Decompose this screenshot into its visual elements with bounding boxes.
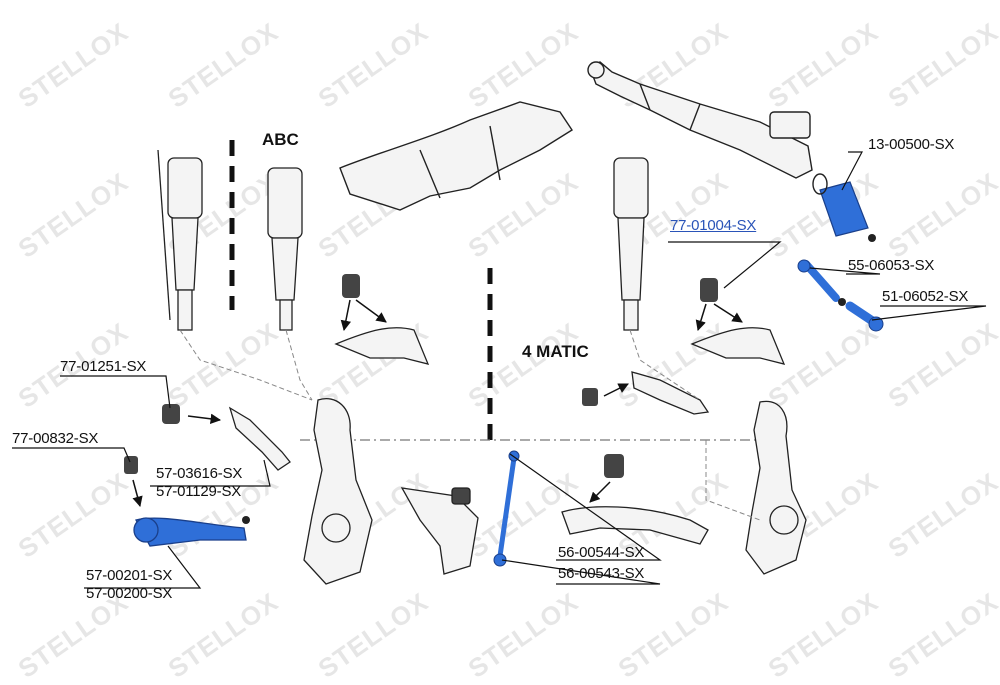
part-label-56-00544[interactable]: 56-00544-SX bbox=[558, 544, 645, 561]
abc-strut bbox=[267, 167, 303, 331]
air-strut-right bbox=[613, 157, 649, 331]
part-label-77-01251[interactable]: 77-01251-SX bbox=[60, 358, 147, 375]
rear-lower-arm-4matic bbox=[561, 454, 709, 545]
stabilizer-link bbox=[493, 450, 520, 567]
upper-arm-abc bbox=[334, 274, 430, 365]
section-abc-label: ABC bbox=[262, 130, 299, 149]
steering-rack bbox=[587, 61, 813, 179]
part-label-13-00500[interactable]: 13-00500-SX bbox=[868, 136, 955, 153]
part-label-57-00200[interactable]: 57-00200-SX bbox=[86, 585, 173, 602]
suspension-diagram bbox=[12, 61, 987, 589]
rack-boot bbox=[812, 173, 876, 242]
knuckle-right bbox=[745, 400, 807, 575]
stabilizer-bar bbox=[400, 487, 479, 575]
part-label-57-00201[interactable]: 57-00201-SX bbox=[86, 567, 173, 584]
leader-lines bbox=[12, 151, 987, 589]
section-4matic-label: 4 MATIC bbox=[522, 342, 589, 361]
part-label-56-00543[interactable]: 56-00543-SX bbox=[558, 565, 645, 582]
part-label-55-06053[interactable]: 55-06053-SX bbox=[848, 257, 935, 274]
part-label-77-01004[interactable]: 77-01004-SX bbox=[670, 217, 757, 234]
upper-arm-4matic bbox=[690, 278, 786, 365]
part-label-57-03616[interactable]: 57-03616-SX bbox=[156, 465, 243, 482]
dashed-connectors bbox=[179, 329, 761, 521]
front-lower-arm-left bbox=[162, 404, 291, 471]
front-lower-arm-4matic bbox=[582, 371, 710, 415]
part-label-77-00832[interactable]: 77-00832-SX bbox=[12, 430, 99, 447]
tie-rod-end bbox=[845, 301, 884, 332]
tie-rod bbox=[797, 259, 846, 306]
air-strut-left bbox=[157, 149, 203, 331]
subframe bbox=[339, 101, 573, 211]
part-label-57-01129[interactable]: 57-01129-SX bbox=[156, 483, 242, 500]
knuckle-left bbox=[303, 398, 373, 585]
lower-arm-blue bbox=[124, 456, 250, 547]
part-label-51-06052[interactable]: 51-06052-SX bbox=[882, 288, 969, 305]
